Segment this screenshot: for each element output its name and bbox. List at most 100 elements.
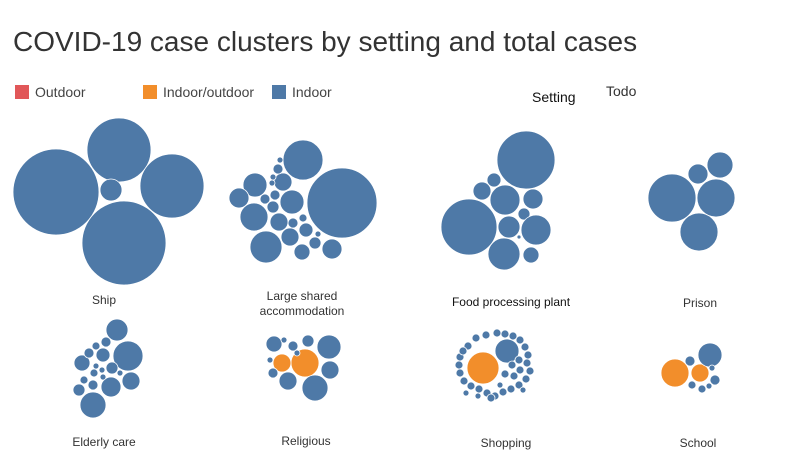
bubble[interactable]	[280, 227, 300, 247]
bubble[interactable]	[249, 230, 283, 264]
bubble[interactable]	[92, 362, 100, 370]
bubble[interactable]	[268, 179, 276, 187]
bubble[interactable]	[514, 355, 524, 365]
bubble[interactable]	[301, 334, 315, 348]
bubble[interactable]	[121, 371, 141, 391]
bubble[interactable]	[259, 193, 271, 205]
bubble[interactable]	[83, 347, 95, 359]
bubble[interactable]	[522, 188, 544, 210]
bubble[interactable]	[105, 361, 119, 375]
bubble[interactable]	[481, 330, 491, 340]
bubble[interactable]	[697, 342, 723, 368]
bubble[interactable]	[266, 356, 274, 364]
bubble[interactable]	[497, 215, 521, 239]
bubble[interactable]	[486, 172, 502, 188]
bubble[interactable]	[440, 198, 498, 256]
bubble[interactable]	[12, 148, 100, 236]
bubble[interactable]	[520, 342, 530, 352]
bubble[interactable]	[320, 360, 340, 380]
bubble[interactable]	[492, 328, 502, 338]
bubble[interactable]	[462, 389, 470, 397]
bubble[interactable]	[139, 153, 205, 219]
bubble[interactable]	[293, 243, 311, 261]
bubble[interactable]	[696, 178, 736, 218]
bubble[interactable]	[298, 222, 314, 238]
bubble[interactable]	[506, 384, 516, 394]
bubble[interactable]	[239, 202, 269, 232]
bubble[interactable]	[515, 365, 525, 375]
legend-item-outdoor[interactable]: Outdoor	[15, 84, 86, 100]
bubble[interactable]	[105, 318, 129, 342]
bubble[interactable]	[474, 392, 482, 400]
bubble[interactable]	[660, 358, 690, 388]
bubble[interactable]	[523, 350, 533, 360]
bubble[interactable]	[679, 212, 719, 252]
bubble[interactable]	[282, 139, 324, 181]
bubble[interactable]	[520, 214, 552, 246]
bubble[interactable]	[100, 376, 122, 398]
bubble[interactable]	[706, 151, 734, 179]
bubble[interactable]	[515, 335, 525, 345]
bubble[interactable]	[100, 336, 112, 348]
bubble[interactable]	[514, 380, 524, 390]
bubble[interactable]	[266, 200, 280, 214]
bubble[interactable]	[487, 237, 521, 271]
bubble[interactable]	[287, 340, 299, 352]
bubble[interactable]	[471, 333, 481, 343]
bubble[interactable]	[458, 346, 468, 356]
legend-item-indoor-outdoor[interactable]: Indoor/outdoor	[143, 84, 254, 100]
bubble[interactable]	[72, 383, 86, 397]
bubble[interactable]	[306, 167, 378, 239]
bubble[interactable]	[454, 360, 464, 370]
bubble[interactable]	[459, 376, 469, 386]
bubble[interactable]	[500, 369, 510, 379]
bubble[interactable]	[95, 347, 111, 363]
bubble[interactable]	[87, 379, 99, 391]
bubble[interactable]	[494, 338, 520, 364]
bubble[interactable]	[697, 384, 707, 394]
bubble[interactable]	[519, 386, 527, 394]
bubble[interactable]	[496, 130, 556, 190]
bubble[interactable]	[267, 367, 279, 379]
bubble[interactable]	[86, 117, 152, 183]
bubble[interactable]	[79, 375, 89, 385]
bubble[interactable]	[228, 187, 250, 209]
bubble[interactable]	[489, 184, 521, 216]
bubble[interactable]	[287, 217, 299, 229]
bubble[interactable]	[81, 200, 167, 286]
bubble[interactable]	[509, 371, 519, 381]
bubble[interactable]	[269, 173, 277, 181]
bubble[interactable]	[647, 173, 697, 223]
bubble[interactable]	[308, 236, 322, 250]
bubble[interactable]	[269, 212, 289, 232]
bubble[interactable]	[314, 230, 322, 238]
bubble[interactable]	[316, 334, 342, 360]
bubble[interactable]	[709, 374, 721, 386]
bubble[interactable]	[486, 393, 496, 403]
bubble[interactable]	[272, 353, 292, 373]
bubble[interactable]	[687, 163, 709, 185]
bubble[interactable]	[521, 374, 531, 384]
bubble[interactable]	[705, 382, 713, 390]
bubble[interactable]	[690, 363, 710, 383]
bubble[interactable]	[279, 189, 305, 215]
bubble[interactable]	[269, 189, 281, 201]
bubble[interactable]	[498, 387, 508, 397]
bubble[interactable]	[301, 374, 329, 402]
bubble[interactable]	[73, 354, 91, 372]
bubble[interactable]	[265, 335, 283, 353]
bubble[interactable]	[98, 366, 106, 374]
bubble[interactable]	[116, 369, 124, 377]
bubble[interactable]	[684, 355, 696, 367]
bubble[interactable]	[687, 380, 697, 390]
bubble[interactable]	[242, 172, 268, 198]
bubble[interactable]	[474, 384, 484, 394]
bubble[interactable]	[278, 371, 298, 391]
bubble[interactable]	[89, 368, 99, 378]
bubble[interactable]	[517, 207, 531, 221]
bubble[interactable]	[522, 358, 532, 368]
bubble[interactable]	[298, 213, 308, 223]
bubble[interactable]	[276, 156, 284, 164]
bubble[interactable]	[466, 351, 500, 385]
bubble[interactable]	[522, 246, 540, 264]
